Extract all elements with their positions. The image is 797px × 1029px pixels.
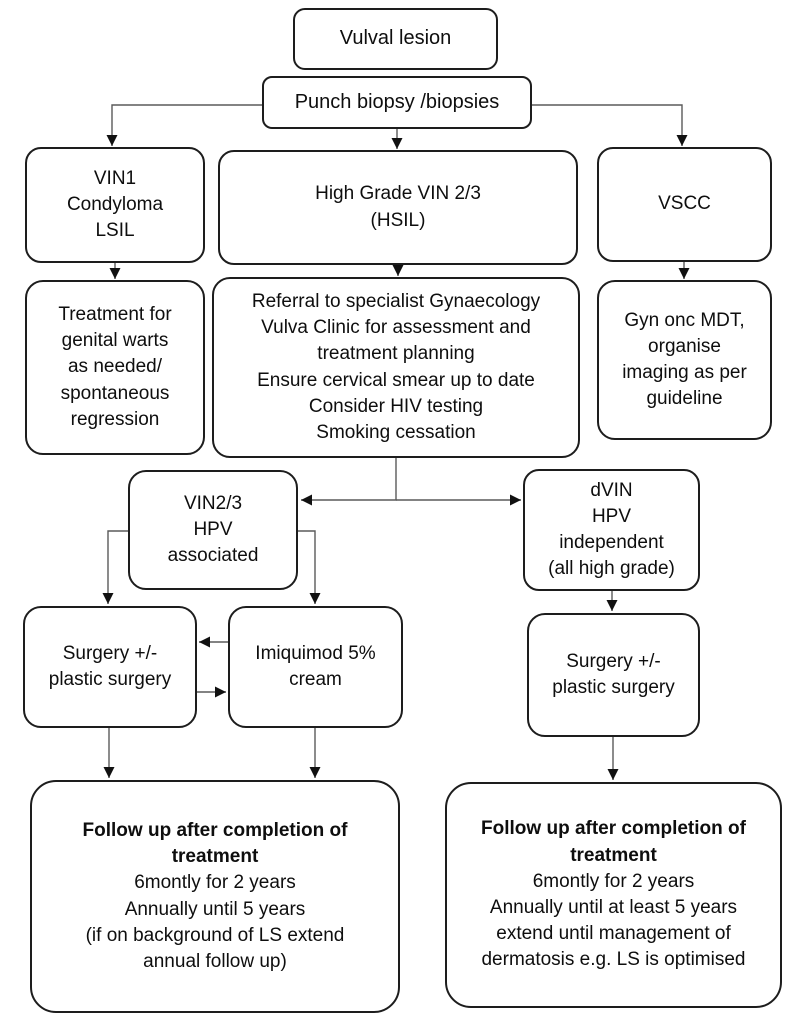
box-line: 6montly for 2 years [134,872,296,894]
box-vin23-hpv-associated: VIN2/3 HPV associated [128,470,298,590]
box-line: extend until management of [496,923,731,945]
box-high-grade-vin: High Grade VIN 2/3 (HSIL) [218,150,578,265]
box-line: Consider HIV testing [308,395,484,417]
box-line: guideline [646,388,723,410]
connector-vin23-to-imiquimod [298,530,321,604]
box-line: Smoking cessation [316,421,476,443]
box-line: VSCC [658,193,711,215]
box-line: Surgery +/- [62,642,158,664]
box-line: annual follow up) [143,950,287,972]
box-punch-biopsy: Punch biopsy /biopsies [262,76,532,129]
box-line: dVIN [590,479,633,501]
box-line: as needed/ [67,356,163,378]
box-line: Treatment for [58,303,172,325]
box-vulval-lesion: Vulval lesion [293,8,498,70]
box-line: Referral to specialist Gynaecology [251,290,541,312]
box-line: Gyn onc MDT, [624,309,745,331]
box-line: plastic surgery [48,669,172,690]
box-line: Vulva Clinic for assessment and [261,317,531,339]
box-line: LSIL [95,220,135,242]
box-line: organise [648,335,721,357]
connector-referral-to-vin23 [301,458,397,506]
followup-title: Follow up after completion of treatment [82,819,348,868]
box-dvin-hpv-independent: dVIN HPV independent (all high grade) [523,469,700,591]
box-line: HPV [591,505,632,527]
followup-title: Follow up after completion of treatment [481,818,746,866]
box-line: 6montly for 2 years [532,870,695,892]
box-line: genital warts [61,330,169,352]
box-line: plastic surgery [552,677,675,698]
box-line: cream [289,669,342,690]
box-referral-specialist-clinic: Referral to specialist Gynaecology Vulva… [212,277,580,458]
box-gyn-onc-mdt: Gyn onc MDT, organise imaging as per gui… [597,280,772,440]
box-line: associated [167,545,259,567]
box-surgery-right: Surgery +/- plastic surgery [527,613,700,737]
box-line: treatment planning [317,343,475,365]
box-vin1-condyloma-lsil: VIN1 Condyloma LSIL [25,147,205,263]
box-line: regression [70,408,160,430]
connector-punch-to-vscc [532,104,688,146]
box-line: (HSIL) [370,209,426,231]
box-line: spontaneous [60,382,170,404]
connector-punch-to-vin1 [106,104,262,146]
box-imiquimod-cream: Imiquimod 5% cream [228,606,403,728]
box-line: independent [559,532,664,553]
box-line: Ensure cervical smear up to date [257,369,535,391]
box-line: VIN1 [93,167,137,189]
box-line: Punch biopsy /biopsies [294,90,500,113]
box-line: Annually until at least 5 years [489,897,738,918]
box-line: Imiquimod 5% [255,642,376,664]
box-line: HPV [193,518,233,540]
box-line: Vulval lesion [339,27,452,50]
box-line: High Grade VIN 2/3 [315,183,481,205]
box-line: (all high grade) [548,558,675,580]
box-line: Surgery +/- [566,650,661,672]
box-line: Condyloma [66,193,164,215]
box-followup-right: Follow up after completion of treatment … [445,782,782,1008]
box-genital-warts-treatment: Treatment for genital warts as needed/ s… [25,280,205,455]
box-surgery-left: Surgery +/- plastic surgery [23,606,197,728]
connector-vin23-to-surgery-left [102,530,128,604]
box-line: (if on background of LS extend [85,924,345,946]
box-line: dermatosis e.g. LS is optimised [481,949,746,971]
box-line: imaging as per [622,362,747,383]
box-followup-left: Follow up after completion of treatment … [30,780,400,1013]
box-line: VIN2/3 [183,492,243,514]
box-vscc: VSCC [597,147,772,262]
box-line: Annually until 5 years [124,898,306,920]
